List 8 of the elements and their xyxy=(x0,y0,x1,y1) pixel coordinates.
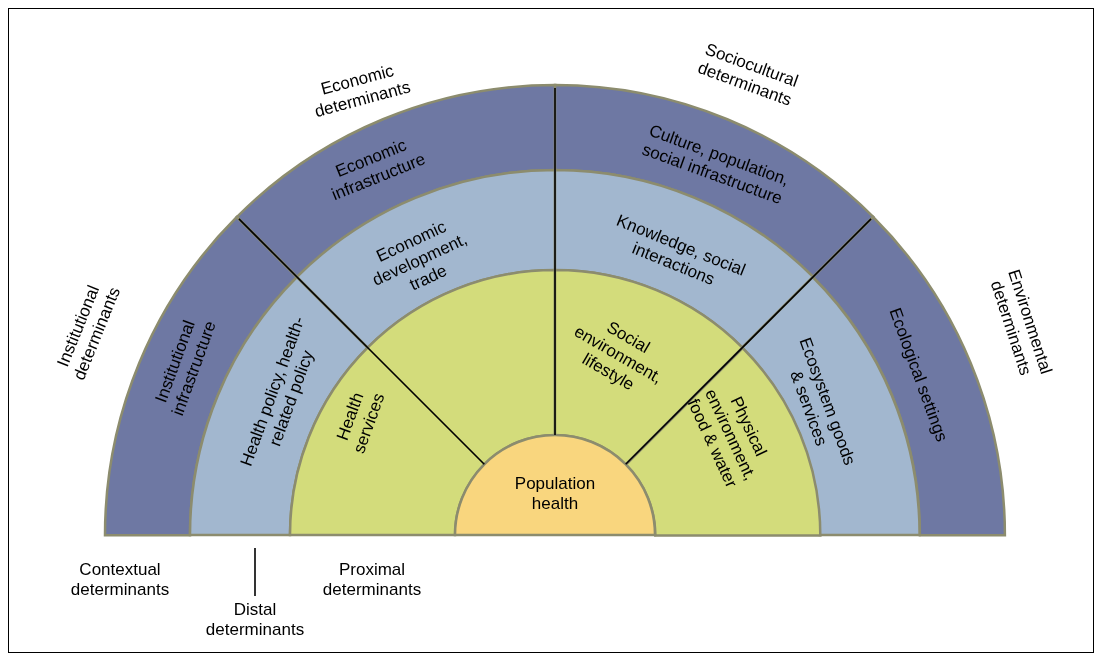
segment-label: Health services xyxy=(331,389,390,458)
ring-caption: Proximal determinants xyxy=(321,560,423,600)
leader-line xyxy=(254,547,256,597)
segment-label: Health policy, health-related policy xyxy=(235,313,318,471)
ring-caption: Distal determinants xyxy=(204,600,306,640)
segment-label: Population health xyxy=(513,474,597,514)
center-semicircle xyxy=(455,435,655,535)
ring-caption: Contextual determinants xyxy=(69,560,171,600)
